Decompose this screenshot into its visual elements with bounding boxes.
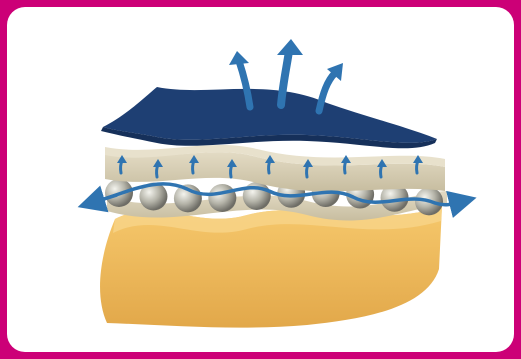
spacer-ball	[208, 184, 236, 212]
layer-diagram	[7, 7, 514, 352]
diagram-card	[7, 7, 514, 352]
foam-base	[100, 207, 442, 328]
top-layer	[101, 87, 437, 148]
